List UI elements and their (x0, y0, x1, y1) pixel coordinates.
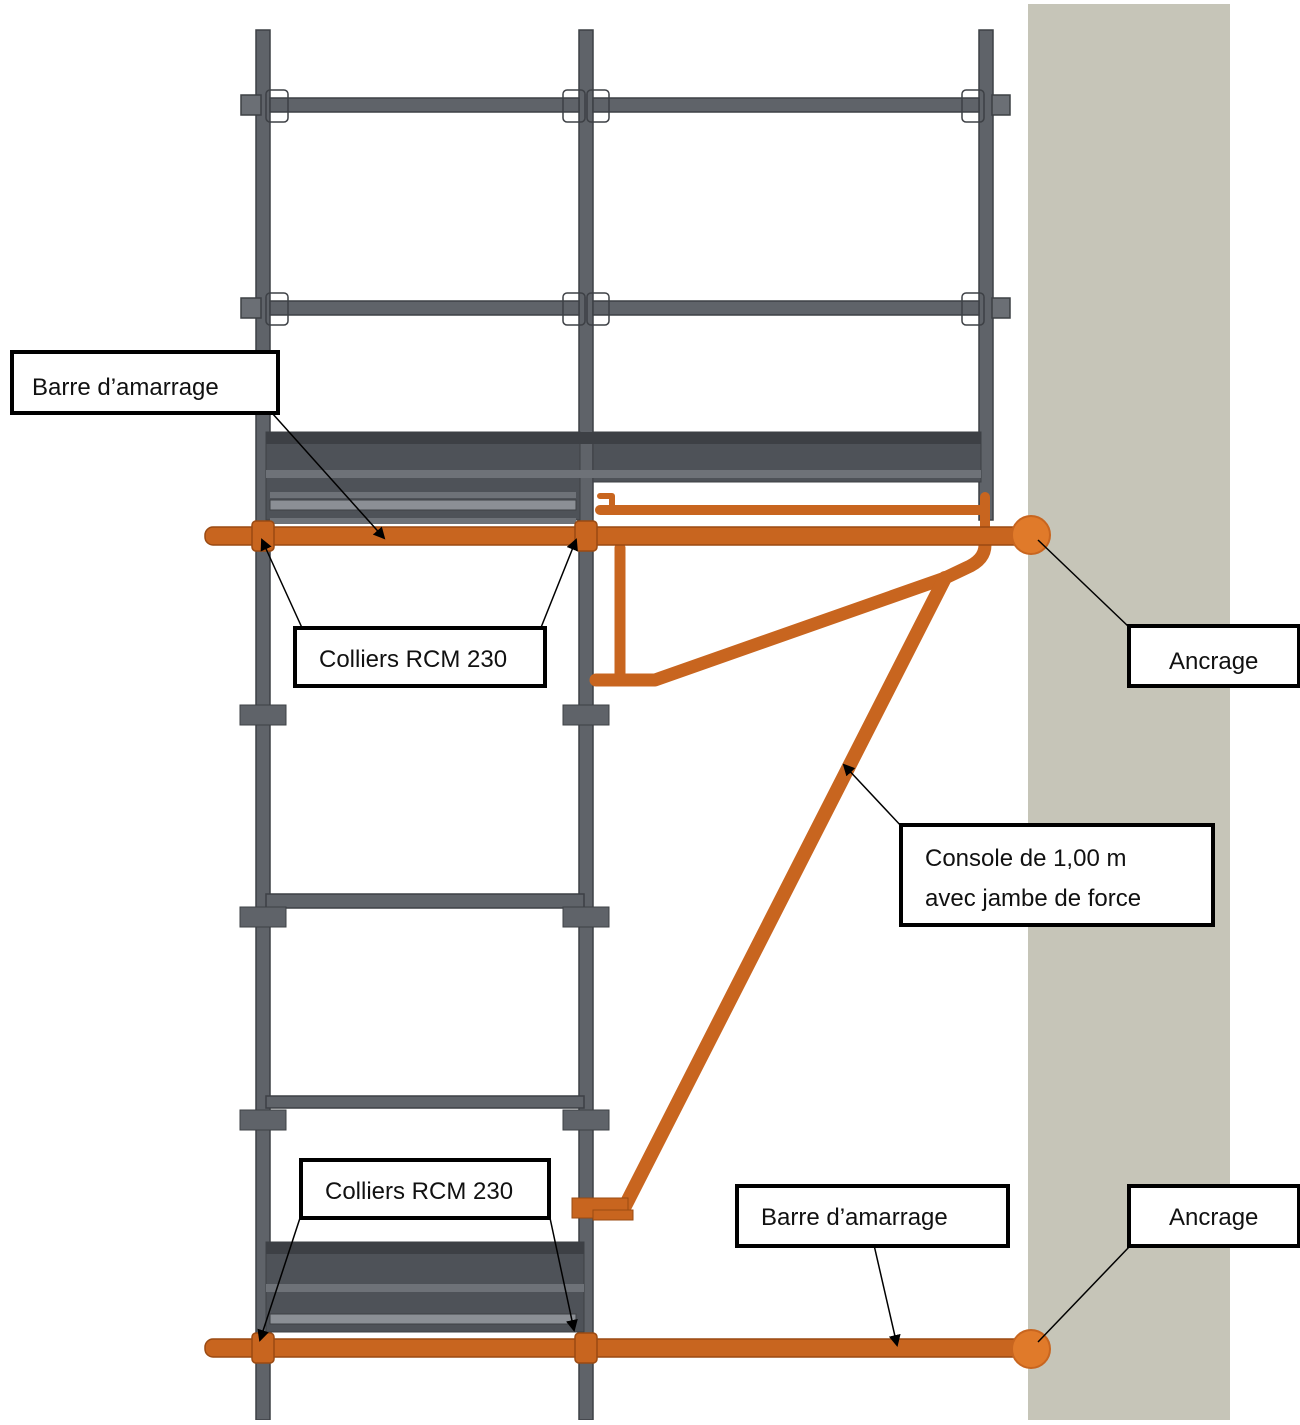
guardrail-upper-right (592, 97, 980, 113)
leader-colliers-top-left (260, 538, 304, 631)
label-text: Barre d’amarrage (761, 1204, 948, 1231)
tie-bar-bottom (204, 1338, 1031, 1358)
leader-lines (257, 412, 1131, 1347)
label-text: Barre d’amarrage (32, 374, 219, 401)
ledger-2 (265, 1095, 585, 1109)
leader-barre-bottom (873, 1244, 901, 1347)
guardrail-upper-left (269, 97, 580, 113)
coupler-top-middle (574, 520, 598, 552)
label-colliers-bottom: Colliers RCM 230 (299, 1158, 551, 1220)
console-diagonal-brace (589, 571, 952, 687)
leader-console (842, 763, 904, 829)
label-ancrage-top: Ancrage (1127, 624, 1300, 688)
ledgers (265, 893, 585, 1109)
label-console: Console de 1,00 m avec jambe de force (899, 823, 1215, 927)
ledger-1 (265, 893, 585, 909)
label-colliers-top: Colliers RCM 230 (293, 626, 547, 688)
guardrails (269, 97, 980, 316)
label-text-line2: avec jambe de force (925, 885, 1142, 912)
guardrail-lower-right (592, 300, 980, 316)
leader-barre-top (271, 412, 386, 540)
console-jambe-de-force (615, 571, 952, 1219)
coupler-bottom-left (251, 1332, 275, 1364)
guardrail-couplers (240, 89, 1011, 326)
tie-bar-top (204, 526, 1031, 546)
label-text: Colliers RCM 230 (319, 646, 508, 673)
console-strut (938, 538, 992, 585)
label-ancrage-bottom: Ancrage (1127, 1184, 1300, 1248)
guardrail-lower-left (269, 300, 580, 316)
leader-colliers-bottom-right (549, 1217, 578, 1332)
leader-colliers-top-right (539, 538, 578, 631)
console-base (592, 1209, 634, 1221)
standard-nodes (239, 704, 610, 1131)
console-top-rail-2 (597, 493, 615, 513)
label-text-line1: Console de 1,00 m (925, 845, 1127, 872)
coupler-bottom-middle (574, 1332, 598, 1364)
leader-ancrage-bottom (1037, 1245, 1131, 1343)
label-barre-amarrage-bottom: Barre d’amarrage (735, 1184, 1010, 1248)
leader-ancrage-top (1037, 539, 1131, 629)
label-text: Colliers RCM 230 (325, 1178, 514, 1205)
anchor-top (1011, 515, 1051, 555)
label-text: Ancrage (1169, 648, 1259, 675)
leader-colliers-bottom-left (257, 1217, 301, 1342)
lower-platform (265, 1241, 585, 1333)
coupler-top-left (251, 520, 275, 552)
tie-bars (204, 526, 1031, 1358)
upper-platform (265, 431, 982, 524)
label-barre-amarrage-top: Barre d’amarrage (10, 350, 280, 415)
label-text: Ancrage (1169, 1204, 1259, 1231)
